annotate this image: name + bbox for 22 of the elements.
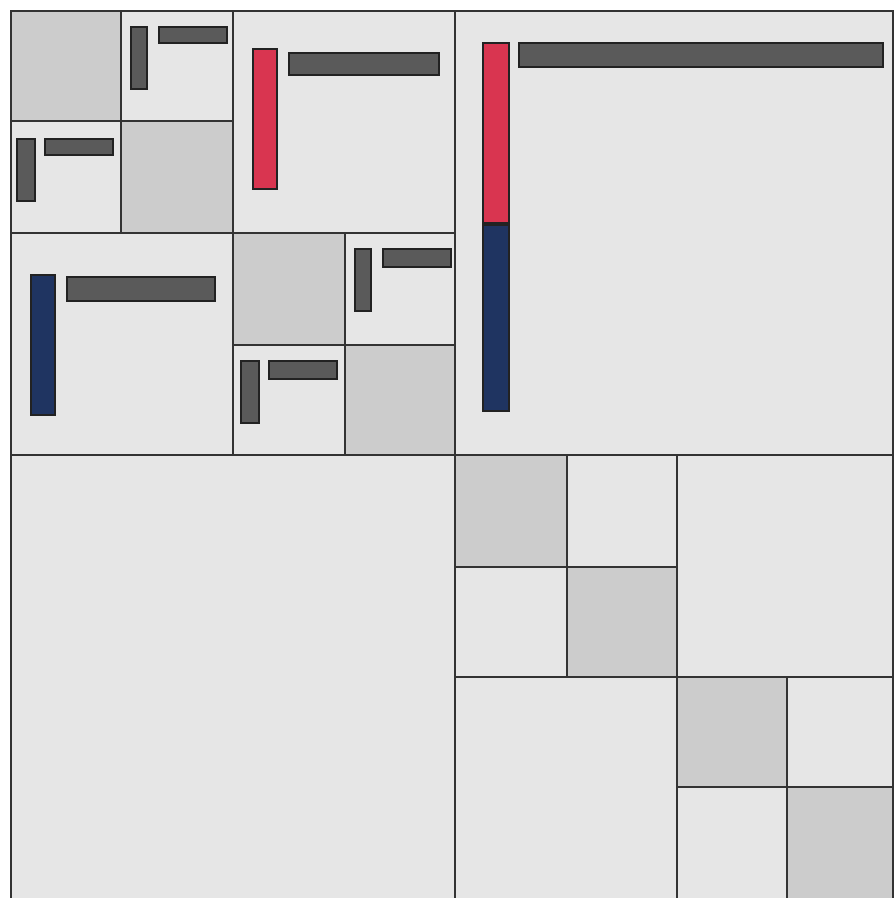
grid-cell (10, 232, 234, 456)
grid-cell (232, 344, 346, 456)
grid-cell (344, 344, 456, 456)
grid-cell (10, 454, 456, 898)
grid-cell (786, 676, 894, 788)
grid-cell (676, 676, 788, 788)
grid-cell (10, 120, 122, 234)
grid-cell (786, 786, 894, 898)
grid-cell (454, 676, 678, 898)
grid-cell (232, 10, 456, 234)
grid-cell (454, 10, 894, 456)
grid-cell (10, 10, 122, 122)
grid-cell (676, 454, 894, 678)
grid-cell (454, 566, 568, 678)
grid-cell (120, 10, 234, 122)
grid-cell (232, 232, 346, 346)
grid-cell (566, 454, 678, 568)
grid-cell (676, 786, 788, 898)
grid-cell (566, 566, 678, 678)
grid-cell (120, 120, 234, 234)
grid-cell (344, 232, 456, 346)
grid-cell (454, 454, 568, 568)
